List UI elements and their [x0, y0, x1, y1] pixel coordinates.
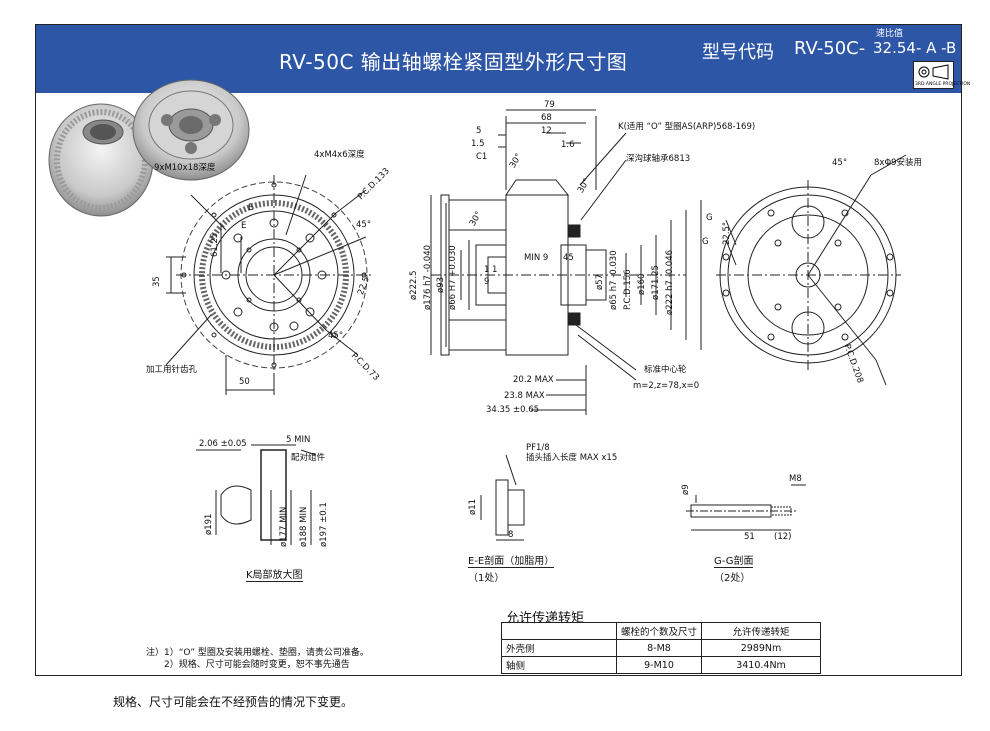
table-cell: 9-M10: [615, 656, 703, 674]
table-cell: 2989Nm: [701, 639, 822, 657]
label-dim-79: 79: [544, 100, 555, 110]
label-dim-61-25: 61.25: [210, 232, 220, 257]
label-plug-length: 插头插入长度 MAX x15: [526, 453, 618, 463]
side-view-outline: [430, 109, 702, 415]
label-bearing-note: 深沟球轴承6813: [626, 154, 691, 164]
label-dim-45: 45: [563, 253, 574, 263]
model-code-value: RV-50C-: [794, 38, 866, 59]
label-dim-8: 8: [508, 530, 514, 540]
label-gear-spec: m=2,z=78,x=0: [633, 381, 700, 391]
label-angle-45-lower: 45°: [328, 331, 344, 341]
label-dim-12-g: (12): [774, 532, 792, 542]
label-dia-222-5: ø222.5: [409, 270, 419, 300]
label-hole-note: 加工用针齿孔: [146, 365, 198, 375]
table-cell: 轴侧: [501, 656, 617, 674]
label-dim-23-8: 23.8 MAX: [504, 391, 545, 401]
product-photo: [48, 79, 250, 217]
label-dia-11: ø11: [468, 498, 478, 515]
label-min-9: MIN 9: [524, 253, 549, 263]
model-code-label: 型号代码: [702, 42, 774, 63]
section-e-count: （1处）: [468, 573, 505, 584]
label-m8: M8: [789, 474, 802, 484]
label-dia-57: ø57: [595, 273, 605, 290]
label-mount-holes: 8xΦ9安装用: [874, 158, 923, 168]
label-dim-1-b: 1: [484, 265, 490, 275]
note-line-2: 2）规格、尺寸可能会随时变更，恕不事先通告: [164, 660, 350, 670]
drawing-notes: 注）1）“O” 型圈及安装用螺栓、垫圈，请贵公司准备。 2）规格、尺寸可能会随时…: [146, 647, 369, 671]
table-cell: 外壳侧: [501, 639, 617, 657]
projection-icon: [918, 64, 949, 80]
table-row: 轴侧 9-M10 3410.4Nm: [501, 656, 822, 674]
label-gear-note: 标准中心轮: [644, 365, 687, 375]
ratio-value: 32.54- A -B: [873, 39, 957, 57]
label-mating-part: 配对组件: [291, 453, 326, 463]
table-header-cell: 允许传递转矩: [701, 622, 822, 640]
label-dim-20-2: 20.2 MAX: [513, 375, 554, 385]
label-dim-9: 9: [484, 277, 490, 287]
label-dia-65: ø65 h7 -0.030: [609, 250, 619, 310]
table-cell: 3410.4Nm: [701, 656, 822, 674]
label-dia-197: ø197 ±0.1: [319, 502, 329, 547]
label-tap-holes-small: 4xM4x6深度: [314, 150, 365, 160]
label-dia-9: ø9: [681, 484, 691, 495]
section-g-title: G-G剖面: [714, 552, 754, 568]
label-dim-2-06: 2.06 ±0.05: [199, 439, 247, 449]
label-angle-45-upper: 45°: [356, 220, 372, 230]
detail-k-drawing: [196, 444, 317, 545]
table-header-cell: 螺栓的个数及尺寸: [615, 622, 703, 640]
technical-drawing: [165, 109, 907, 545]
detail-k-title: K局部放大图: [246, 566, 303, 582]
label-oring-note: K(适用 “O” 型圈AS(ARP)568-169): [618, 122, 756, 132]
label-dim-68: 68: [541, 113, 552, 123]
label-dim-34-35: 34.35 ±0.65: [486, 405, 540, 415]
label-section-g-top: G: [706, 213, 713, 223]
label-pf-1-8: PF1/8: [526, 443, 550, 453]
torque-table: 螺栓的个数及尺寸 允许传递转矩 外壳侧 8-M8 2989Nm 轴侧 9-M10…: [501, 622, 822, 674]
label-rear-angle-22-5: 22.5°: [722, 221, 732, 245]
projection-symbol: 3RD ANGLE PROJECTION: [913, 61, 970, 89]
rear-view-outline: [716, 154, 907, 386]
label-dia-160: ø160: [637, 273, 647, 295]
label-dim-5-min: 5 MIN: [286, 435, 311, 445]
section-e-drawing: [480, 454, 525, 541]
label-dim-1-5: 1.5: [471, 139, 485, 149]
label-tap-holes: 9xM10x18深度: [154, 163, 216, 173]
drawing-sheet: RV-50C 输出轴螺栓紧固型外形尺寸图 型号代码 RV-50C- 速比值 32…: [35, 24, 970, 676]
table-cell: 8-M8: [615, 639, 703, 657]
label-dia-222-h7: ø222 h7 -0.046: [665, 249, 675, 315]
table-header-row: 螺栓的个数及尺寸 允许传递转矩: [501, 622, 822, 640]
drawing-title: RV-50C 输出轴螺栓紧固型外形尺寸图: [279, 50, 628, 74]
section-g-count: （2处）: [714, 573, 751, 584]
label-dim-1-a: 1: [492, 265, 498, 275]
label-dim-51: 51: [744, 532, 755, 542]
label-dia-171: ø171.25: [651, 265, 661, 300]
label-section-g-bottom: G: [702, 237, 709, 247]
page-footer: 规格、尺寸可能会在不经预告的情况下变更。: [113, 695, 354, 709]
label-dim-5: 5: [476, 126, 482, 136]
label-section-e-top: E: [248, 203, 254, 213]
label-dia-177: ø177 MIN: [279, 506, 289, 547]
label-dim-12: 12: [541, 126, 552, 136]
label-dia-176: ø176 h7 -0.040: [423, 244, 433, 310]
label-dia-66: ø66 H7 +0.030: [448, 245, 458, 310]
label-dia-191: ø191: [204, 513, 214, 535]
ratio-note: 速比值: [876, 29, 904, 39]
label-dia-188: ø188 MIN: [299, 506, 309, 547]
label-dia-93: ø93: [436, 276, 446, 293]
section-e-title: E-E剖面（加脂用）: [468, 552, 555, 568]
label-dim-35: 35: [152, 276, 162, 287]
note-line-1: 注）1）“O” 型圈及安装用螺栓、垫圈，请贵公司准备。: [146, 648, 369, 658]
label-dim-50: 50: [239, 377, 250, 387]
label-pcd-156: P.C.D.156: [623, 269, 633, 310]
label-chamfer-c1: C1: [476, 152, 488, 162]
table-header-cell: [501, 622, 617, 640]
front-view-outline: [165, 174, 372, 395]
label-section-e-bottom: E: [241, 221, 247, 231]
label-dim-1-6: 1.6: [561, 140, 575, 150]
table-row: 外壳侧 8-M8 2989Nm: [501, 639, 822, 657]
label-rear-angle-45: 45°: [832, 158, 848, 168]
projection-label: 3RD ANGLE PROJECTION: [915, 82, 971, 87]
section-g-drawing: [686, 484, 806, 531]
